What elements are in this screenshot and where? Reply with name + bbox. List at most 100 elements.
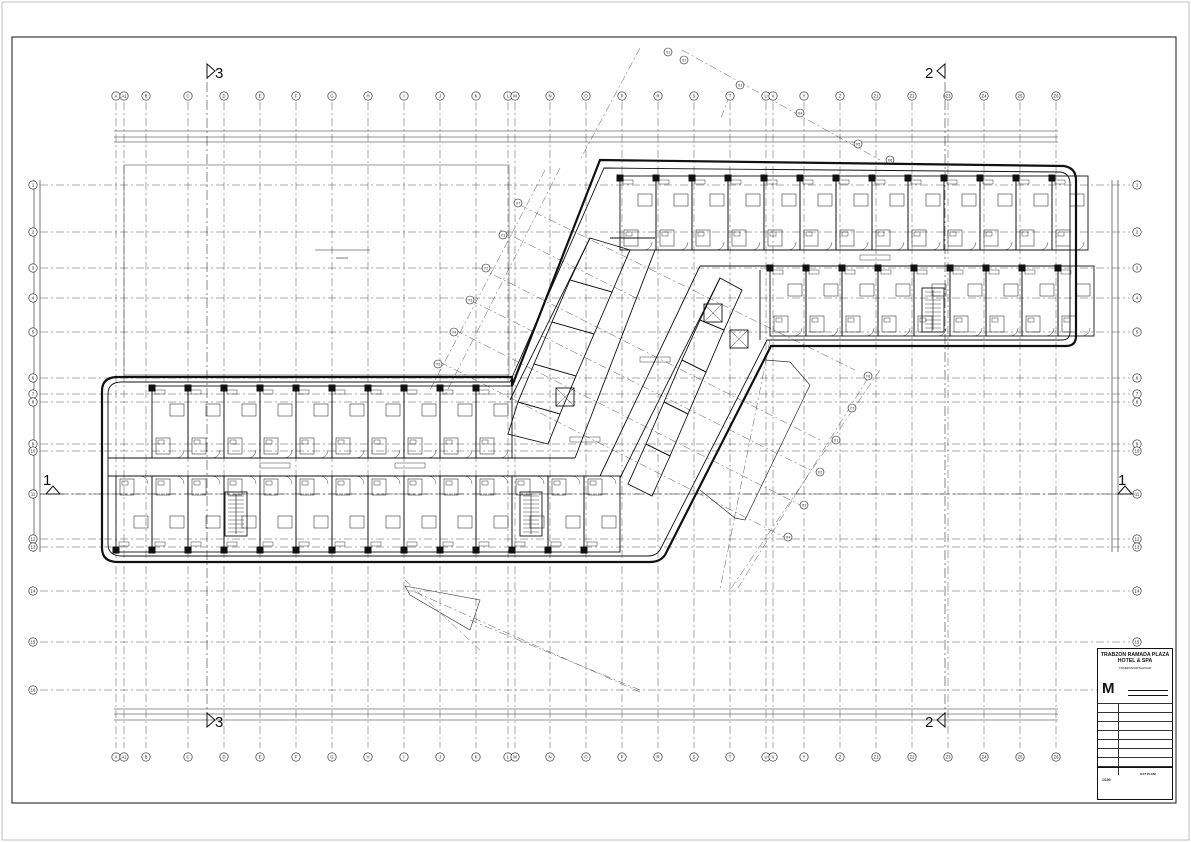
guest-room-south <box>220 475 261 554</box>
row-axis-bubble-11: 11 <box>28 489 38 499</box>
guest-room-east-north <box>904 174 945 251</box>
row-axis-bubble-3: 3 <box>1132 263 1142 273</box>
guest-room-east-north <box>760 174 801 251</box>
diagonal-axis-bubble: X1 <box>831 435 841 445</box>
svg-text:S: S <box>693 755 696 760</box>
guest-room-diagonal-west <box>551 279 613 335</box>
guest-room-east-south <box>838 264 879 337</box>
column-axis-bubble-y: Y <box>799 91 809 101</box>
column-axis-bubble-z2: Z2 <box>907 752 917 762</box>
svg-text:11: 11 <box>1135 492 1140 497</box>
svg-text:G: G <box>330 755 333 760</box>
guest-room-diagonal-west <box>533 321 595 377</box>
terrace-outline <box>699 359 811 521</box>
building-footprint <box>100 158 1078 564</box>
svg-text:T: T <box>729 94 732 99</box>
svg-text:X4: X4 <box>798 112 802 116</box>
row-axis-bubble-15: 15 <box>1132 637 1142 647</box>
svg-text:Y5: Y5 <box>436 363 440 367</box>
svg-text:Y7: Y7 <box>850 407 854 411</box>
svg-text:F: F <box>295 755 298 760</box>
column-axis-bubbles: AAA1A1BBCCDDEEFFGGHHIIJJKKLLMMNNOOPPRRSS… <box>111 91 1061 762</box>
svg-text:D: D <box>222 94 225 99</box>
svg-text:3: 3 <box>215 65 223 82</box>
svg-text:2: 2 <box>1136 230 1139 235</box>
svg-text:Y2: Y2 <box>484 267 488 271</box>
svg-text:X6: X6 <box>888 159 892 163</box>
guest-room-south <box>364 475 405 554</box>
svg-text:1: 1 <box>43 472 51 489</box>
svg-text:Y6: Y6 <box>866 375 870 379</box>
title-block-row <box>1098 703 1172 712</box>
svg-text:Z3: Z3 <box>946 94 952 99</box>
svg-text:8: 8 <box>1136 400 1139 405</box>
guest-room-south <box>436 475 477 554</box>
canopy-outline <box>404 585 481 631</box>
title-block-footer: 1/100 KAT PLANI <box>1098 767 1172 800</box>
guest-room-north <box>292 384 333 459</box>
guest-room-diagonal-east <box>681 319 725 373</box>
svg-text:L: L <box>507 755 510 760</box>
diagonal-axis-bubble: X1 <box>663 47 673 57</box>
row-axis-bubble-8: 8 <box>28 397 38 407</box>
svg-text:O: O <box>584 94 588 99</box>
diagonal-axis-bubble: X7 <box>513 198 523 208</box>
guest-room-south <box>472 475 513 554</box>
svg-text:A1: A1 <box>121 755 127 760</box>
column-axis-bubble-p: P <box>617 752 627 762</box>
column-axis-bubble-z: Z <box>835 752 845 762</box>
svg-text:E: E <box>259 755 262 760</box>
column-axis-bubble-r: R <box>653 752 663 762</box>
svg-text:Z1: Z1 <box>874 755 880 760</box>
guest-room-east-south <box>1054 264 1095 337</box>
column-axis-bubble-k: K <box>471 91 481 101</box>
guest-room-diagonal-east <box>663 359 707 415</box>
svg-text:5: 5 <box>1136 330 1139 335</box>
svg-text:1: 1 <box>32 183 35 188</box>
diagonal-axis-bubble: Y5 <box>433 359 443 369</box>
title-block-row <box>1098 766 1172 775</box>
column-axis-bubble-p: P <box>617 91 627 101</box>
row-axis-bubble-16: 16 <box>28 685 38 695</box>
section-marker-2-top: 2 <box>925 62 946 82</box>
guest-room-south <box>256 475 297 554</box>
section-markers: 3 3 2 2 1 1 <box>40 62 1135 731</box>
svg-text:M: M <box>513 755 517 760</box>
svg-text:K: K <box>475 755 478 760</box>
column-axis-bubble-g: G <box>327 91 337 101</box>
project-title-line1: TRABZON RAMADA PLAZA <box>1100 652 1170 658</box>
svg-text:13: 13 <box>31 545 36 550</box>
corridor-tag <box>639 356 671 363</box>
svg-text:O: O <box>584 755 588 760</box>
svg-text:6: 6 <box>1136 376 1139 381</box>
guest-room-south <box>400 475 441 554</box>
svg-text:S: S <box>693 94 696 99</box>
svg-text:Z1: Z1 <box>874 94 880 99</box>
row-axis-bubble-10: 10 <box>1132 446 1142 456</box>
svg-text:H: H <box>366 94 369 99</box>
column-axis-bubble-r: R <box>653 91 663 101</box>
svg-text:15: 15 <box>1135 640 1140 645</box>
guest-rooms <box>112 174 1095 554</box>
guest-room-east-north <box>976 174 1017 251</box>
dimension-strings <box>33 130 1119 721</box>
title-block-row <box>1098 730 1172 739</box>
svg-text:1: 1 <box>1118 472 1126 489</box>
guest-room-east-north <box>652 174 693 251</box>
guest-room-east-south <box>802 264 843 337</box>
svg-text:3: 3 <box>215 714 223 731</box>
row-axis-bubble-5: 5 <box>1132 327 1142 337</box>
stair-core <box>224 491 248 537</box>
svg-text:V: V <box>772 755 775 760</box>
row-axis-bubble-14: 14 <box>1132 586 1142 596</box>
corridor-tag <box>569 436 601 443</box>
column-axis-bubble-d: D <box>219 752 229 762</box>
svg-text:14: 14 <box>31 589 36 594</box>
column-axis-bubble-f: F <box>291 91 301 101</box>
svg-text:X3: X3 <box>802 504 806 508</box>
guest-room-diagonal-west <box>517 363 577 415</box>
column-axis-bubble-c: C <box>183 752 193 762</box>
svg-text:X5: X5 <box>856 143 860 147</box>
